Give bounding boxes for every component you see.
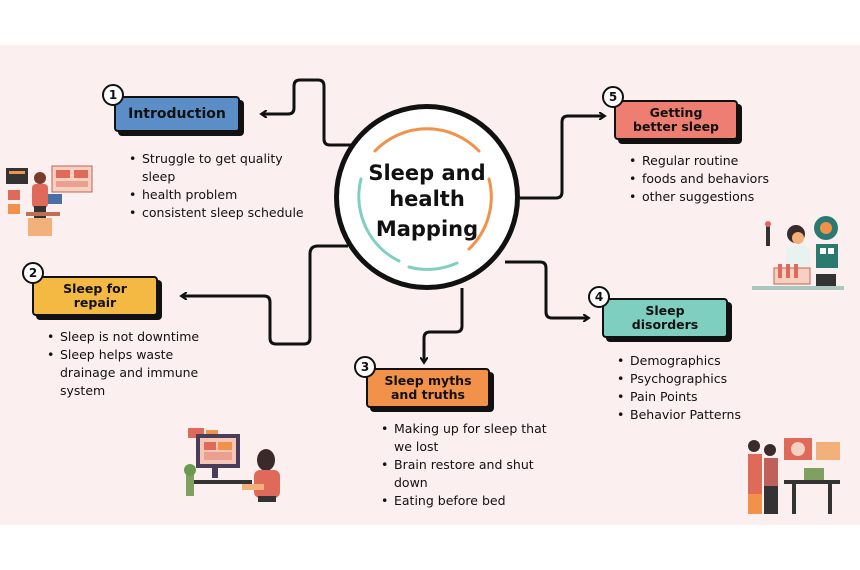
connector-node-1 (262, 78, 356, 147)
center-title-line1: Sleep and (368, 161, 486, 185)
node-1-title: Introduction (128, 106, 226, 122)
list-item: Brain restore and shut (381, 456, 547, 474)
list-item: Struggle to get quality (129, 150, 304, 168)
list-item-continuation: sleep (142, 169, 176, 184)
node-5-title-line2: better sleep (633, 119, 719, 134)
node-3-title-line1: Sleep myths (384, 373, 472, 388)
connector-node-3 (424, 288, 464, 362)
node-4-bullets: Demographics Psychographics Pain Points … (614, 352, 741, 424)
list-item: health problem (129, 186, 304, 204)
list-item: Regular routine (629, 152, 769, 170)
node-1-introduction: Introduction (114, 96, 240, 132)
person-at-desk-illustration (6, 165, 93, 236)
list-item: Psychographics (617, 370, 741, 388)
person-at-computer-illustration (184, 428, 280, 502)
center-title-line2: health (389, 187, 465, 211)
list-item: consistent sleep schedule (129, 204, 304, 222)
node-3-bullets: Making up for sleep that we lost Brain r… (378, 420, 547, 510)
node-5-title-line1: Getting (649, 105, 703, 120)
node-2-bullets: Sleep is not downtime Sleep helps waste … (44, 328, 199, 400)
node-5-bullets: Regular routine foods and behaviors othe… (626, 152, 769, 206)
list-item: Behavior Patterns (617, 406, 741, 424)
list-item: foods and behaviors (629, 170, 769, 188)
list-item: Eating before bed (381, 492, 547, 510)
node-2-number: 2 (22, 262, 44, 284)
node-2-sleep-for-repair: Sleep for repair (32, 276, 158, 316)
node-4-title-line2: disorders (631, 317, 699, 332)
node-4-number: 4 (588, 286, 610, 308)
node-3-title-line2: and truths (391, 387, 465, 402)
list-item: Sleep is not downtime (47, 328, 199, 346)
list-item: Pain Points (617, 388, 741, 406)
connector-node-5 (520, 116, 604, 200)
list-item-continuation: drainage and immune (60, 365, 199, 380)
list-item: Making up for sleep that (381, 420, 547, 438)
list-item: Sleep helps waste (47, 346, 199, 364)
node-3-number: 3 (354, 356, 376, 378)
list-item: other suggestions (629, 188, 769, 206)
connector-node-4 (505, 260, 588, 318)
center-node: Sleep and health Mapping (334, 104, 520, 290)
center-title-line3: Mapping (375, 217, 479, 241)
node-4-title-line1: Sleep (645, 303, 685, 318)
node-5-getting-better-sleep: Getting better sleep (614, 100, 738, 140)
node-2-title-line2: repair (73, 295, 117, 310)
node-1-number: 1 (102, 84, 124, 106)
node-3-sleep-myths: Sleep myths and truths (366, 368, 490, 408)
node-5-number: 5 (602, 86, 624, 108)
center-ring-decoration (357, 127, 493, 271)
list-item: Demographics (617, 352, 741, 370)
list-item-continuation: down (394, 475, 428, 490)
scientist-illustration (752, 216, 844, 290)
list-item-continuation: system (60, 383, 106, 398)
node-4-sleep-disorders: Sleep disorders (602, 298, 728, 338)
node-1-bullets: Struggle to get quality sleep health pro… (126, 150, 304, 222)
list-item-continuation: we lost (394, 439, 439, 454)
connector-node-2 (182, 244, 348, 346)
node-2-title-line1: Sleep for (63, 281, 127, 296)
presentation-illustration (748, 438, 840, 514)
